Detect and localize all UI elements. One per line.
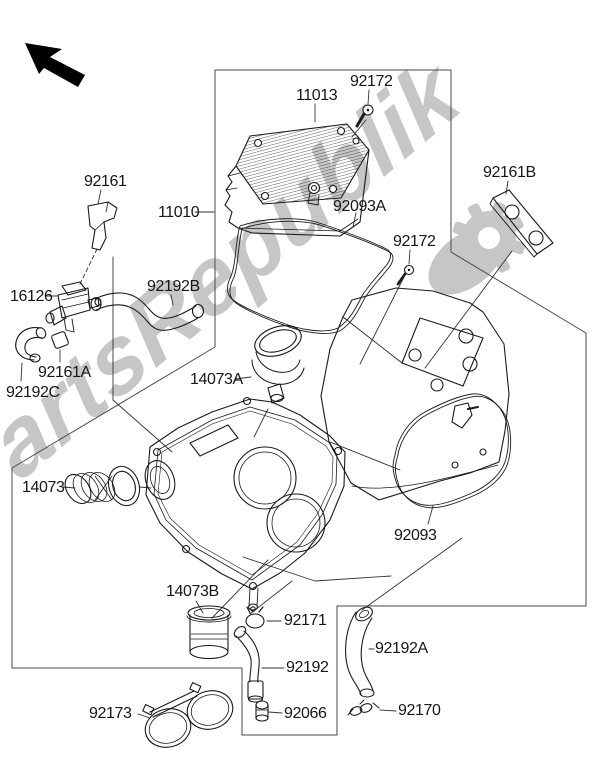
part-duct-14073A	[251, 325, 305, 404]
part-tube-92192	[233, 626, 264, 703]
part-label-92172: 92172	[350, 73, 393, 90]
part-label-92161B: 92161B	[483, 164, 536, 181]
part-label-14073: 14073	[22, 479, 65, 496]
part-tube-92192A	[345, 606, 375, 698]
part-duct-14073	[64, 465, 141, 507]
part-air-filter-element	[224, 123, 370, 237]
gear-icon	[452, 201, 526, 275]
part-label-92170: 92170	[398, 702, 441, 719]
part-label-92192B: 92192B	[147, 278, 200, 295]
part-lower-case	[144, 396, 346, 611]
front-direction-arrow	[25, 43, 85, 87]
part-label-11013: 11013	[296, 87, 338, 104]
part-gasket-92093A	[227, 218, 394, 334]
part-damper-92161	[87, 201, 118, 251]
part-damper-92161A	[51, 331, 69, 349]
part-label-92161: 92161	[84, 173, 127, 190]
part-label-92192A: 92192A	[375, 640, 428, 657]
part-valve-16126	[45, 281, 102, 333]
part-label-16126: 16126	[10, 288, 53, 305]
part-hose-92192C	[15, 327, 47, 363]
part-screw-92172-lower	[396, 264, 415, 286]
part-hose-92192B	[90, 292, 205, 331]
part-label-14073B: 14073B	[166, 583, 219, 600]
part-damper-92161B	[489, 189, 554, 258]
part-label-92171: 92171	[284, 612, 327, 629]
part-duct-14073B	[186, 605, 232, 660]
part-seal-92093	[392, 393, 512, 509]
part-plug-92066	[255, 700, 269, 722]
leader-lines	[20, 89, 513, 719]
part-label-92093: 92093	[394, 527, 437, 544]
part-clamp-92170	[347, 699, 380, 716]
part-label-92093A: 92093A	[333, 198, 386, 215]
part-screw-92172-top	[355, 104, 374, 128]
part-label-92172: 92172	[393, 233, 436, 250]
part-upper-case	[320, 287, 510, 501]
part-label-92161A: 92161A	[38, 364, 91, 381]
part-label-11010: 11010	[158, 204, 200, 221]
assembly-boundary	[11, 69, 587, 736]
part-label-14073A: 14073A	[190, 371, 243, 388]
part-label-92173: 92173	[89, 705, 132, 722]
part-label-92192C: 92192C	[6, 384, 60, 401]
part-clamp-92171	[245, 606, 265, 629]
part-label-92066: 92066	[284, 705, 327, 722]
part-label-92192: 92192	[286, 659, 329, 676]
part-clamps-92173	[142, 682, 234, 748]
